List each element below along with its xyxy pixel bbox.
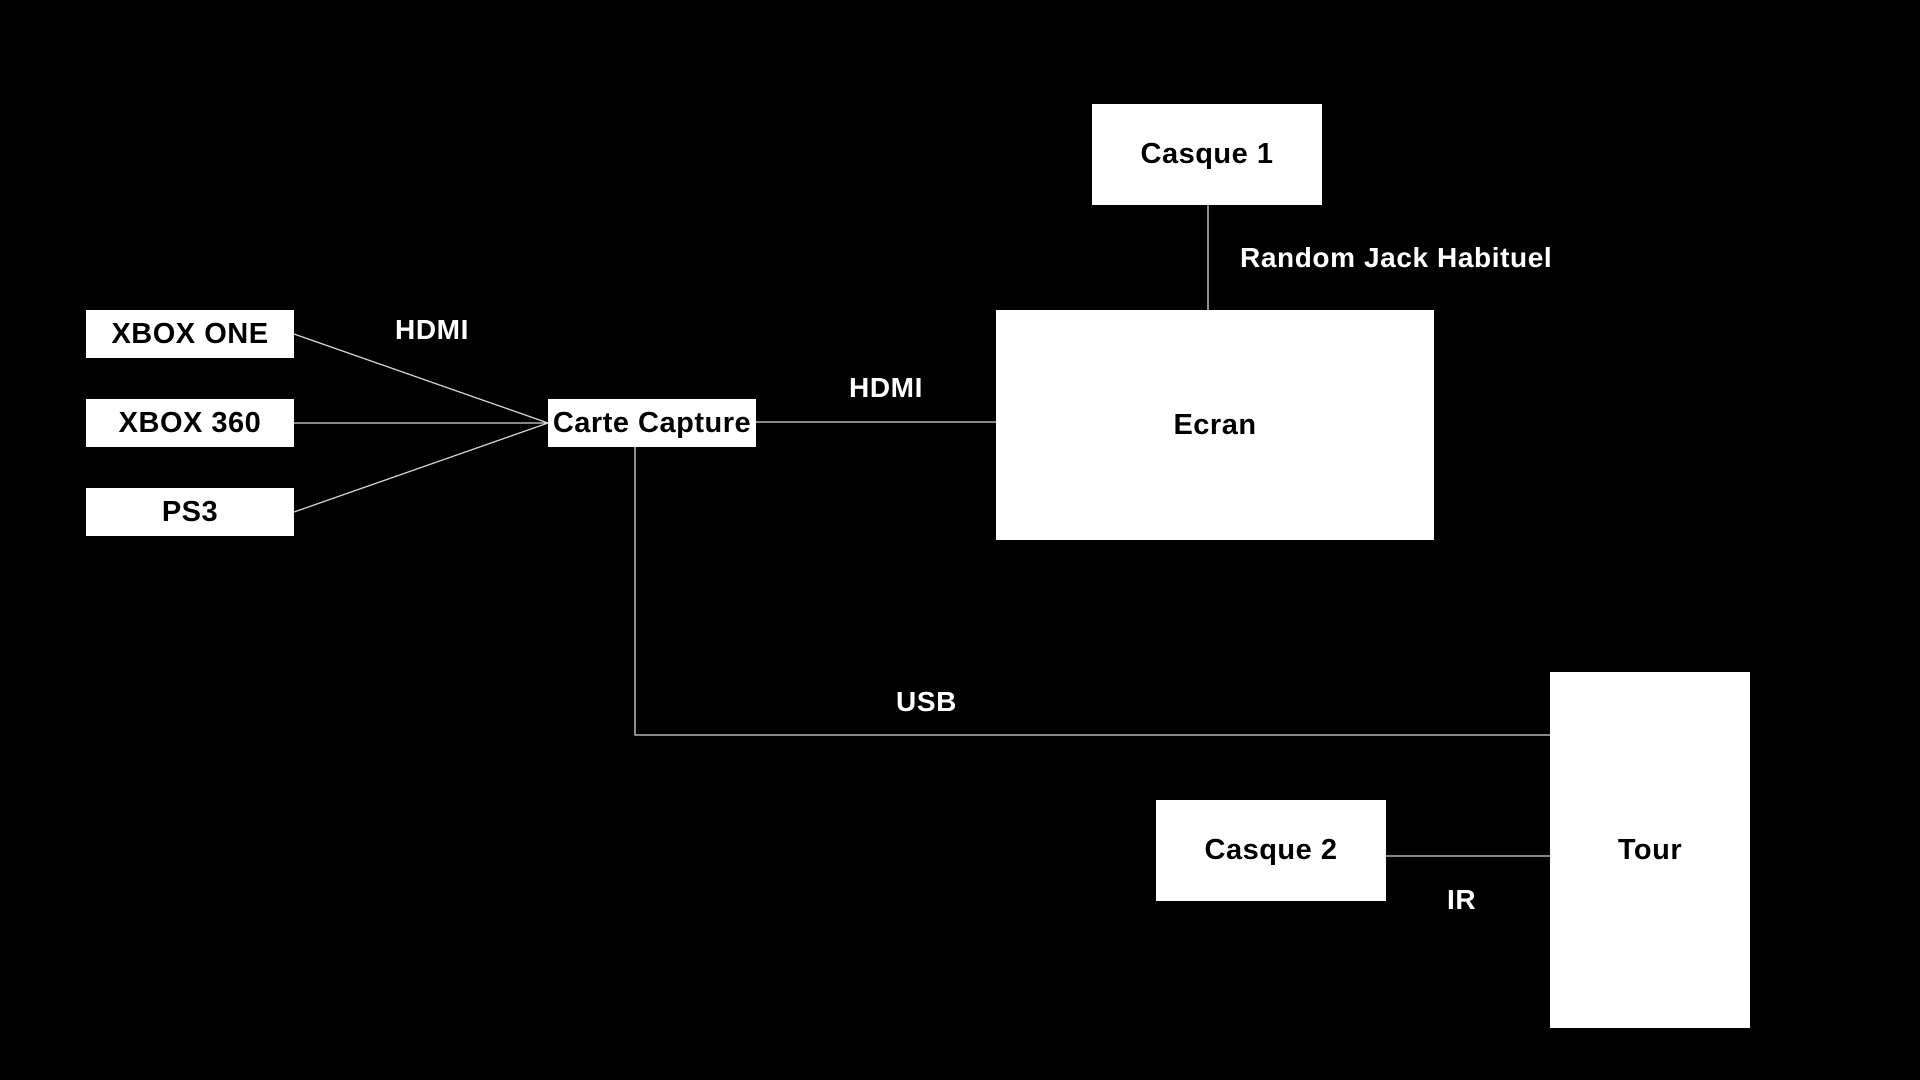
carte-capture-box: Carte Capture (548, 399, 756, 447)
casque-2-box: Casque 2 (1156, 800, 1386, 901)
casque-1-box: Casque 1 (1092, 104, 1322, 205)
usb-label: USB (896, 686, 957, 717)
xbox-one-box: XBOX ONE (86, 310, 294, 358)
hdmi-label-consoles: HDMI (395, 314, 469, 345)
ecran-box: Ecran (996, 310, 1434, 540)
ps3-box: PS3 (86, 488, 294, 536)
xbox-360-box: XBOX 360 (86, 399, 294, 447)
wire-xbox-one-to-capture (293, 333, 549, 424)
hdmi-label-ecran: HDMI (849, 372, 923, 403)
wire-capture-to-tour (634, 447, 1550, 736)
jack-label: Random Jack Habituel (1240, 242, 1553, 273)
tour-box: Tour (1550, 672, 1750, 1028)
ir-label: IR (1447, 884, 1477, 915)
wire-ps3-to-capture (293, 422, 549, 513)
